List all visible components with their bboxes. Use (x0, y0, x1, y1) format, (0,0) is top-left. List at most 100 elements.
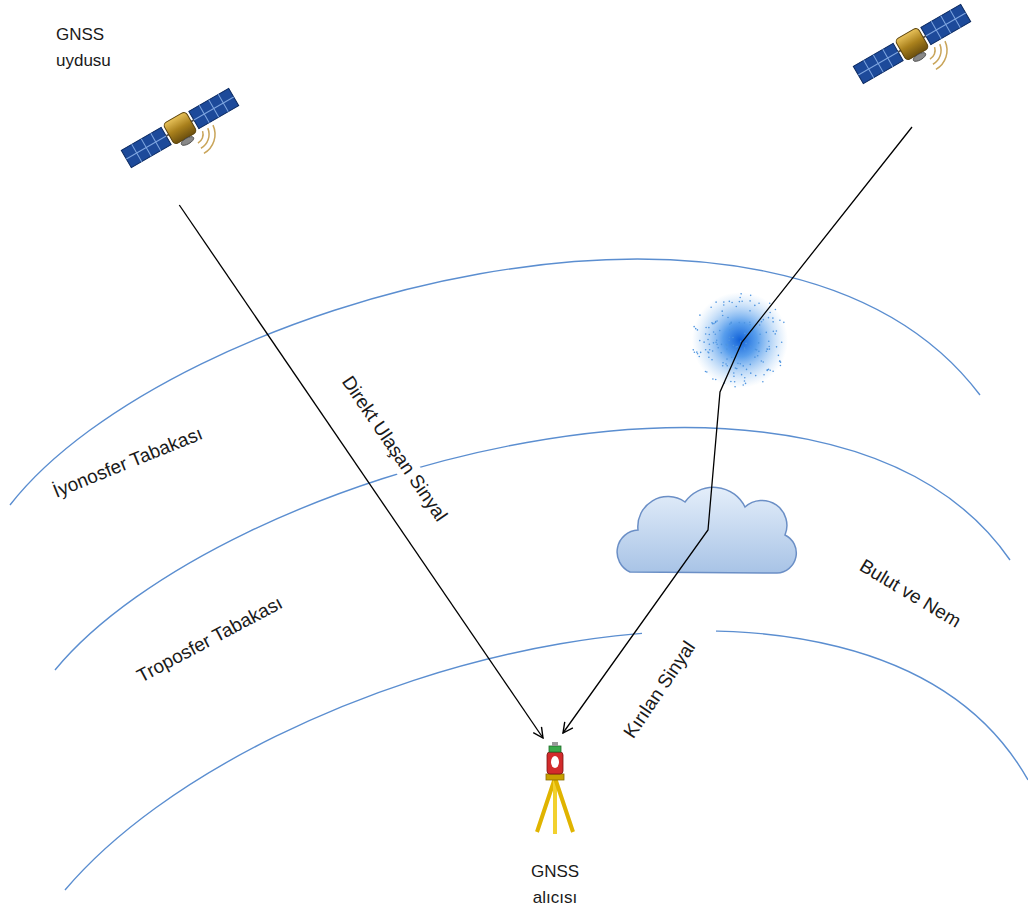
particle-dot (711, 359, 713, 361)
particle-dot (759, 324, 761, 326)
particle-dot (733, 345, 735, 347)
particle-dot (721, 310, 723, 312)
particle-dot (738, 322, 740, 324)
particle-dot (778, 355, 780, 357)
particle-dot (700, 352, 702, 354)
particle-dot (744, 377, 746, 379)
particle-dot (763, 374, 765, 376)
particle-dot (708, 352, 710, 354)
particle-dot (713, 331, 715, 333)
node-label: GNSS uydusu (56, 22, 111, 73)
particle-dot (779, 360, 781, 362)
particle-dot (706, 371, 708, 373)
particle-dot (769, 369, 771, 371)
particle-dot (721, 344, 723, 346)
particle-dot (733, 375, 735, 377)
particle-dot (713, 342, 715, 344)
particle-dot (750, 345, 752, 347)
particle-dot (726, 365, 728, 367)
particle-dot (744, 380, 746, 382)
particle-dot (729, 301, 731, 303)
particle-dot (744, 349, 746, 351)
particle-dot (699, 314, 701, 316)
particle-dot (726, 358, 728, 360)
particle-dot (740, 293, 742, 295)
particle-dot (731, 356, 733, 358)
particle-dot (739, 297, 741, 299)
particle-dot (715, 379, 717, 381)
particle-dot (768, 317, 770, 319)
particle-dot (767, 369, 769, 371)
particle-dot (772, 317, 774, 319)
particle-dot (766, 370, 768, 372)
refracted-signal-line (563, 127, 912, 733)
particle-dot (774, 333, 776, 335)
particle-dot (732, 337, 734, 339)
particle-dot (725, 363, 727, 365)
particle-dot (766, 350, 768, 352)
particle-dot (772, 370, 774, 372)
particle-dot (729, 336, 731, 338)
particle-dot (735, 346, 737, 348)
particle-dot (761, 321, 763, 323)
signal-label: Kırılan Sinyal (618, 635, 703, 746)
particle-dot (693, 326, 695, 328)
particle-dots (692, 293, 784, 387)
particle-dot (722, 362, 724, 364)
particle-dot (736, 368, 738, 370)
receiver-icon (537, 742, 573, 834)
particle-dot (692, 349, 694, 351)
particle-dot (735, 306, 737, 308)
particle-dot (750, 295, 752, 297)
particle-dot (754, 305, 756, 307)
particle-dot (717, 347, 719, 349)
particle-dot (716, 320, 718, 322)
particle-dot (695, 328, 697, 330)
particle-dot (716, 343, 718, 345)
particle-dot (712, 378, 714, 380)
particle-dot (735, 367, 737, 369)
particle-dot (733, 372, 735, 374)
particle-dot (745, 343, 747, 345)
particle-dot (719, 330, 721, 332)
particle-dot (715, 333, 717, 335)
particle-dot (755, 349, 757, 351)
cloud-label: Bulut ve Nem (853, 553, 968, 634)
particle-dot (767, 349, 769, 351)
particle-dot (775, 309, 777, 311)
particle-dot (776, 346, 778, 348)
particle-dot (726, 344, 728, 346)
receiver-node: GNSS alıcısı (505, 738, 605, 910)
signal-label: Direkt Ulaşan Sinyal (335, 369, 454, 528)
particle-dot (720, 352, 722, 354)
particle-dot (734, 381, 736, 383)
particle-dot (740, 363, 742, 365)
particle-dot (773, 331, 775, 333)
particle-dot (722, 315, 724, 317)
particle-dot (768, 346, 770, 348)
particle-dot (763, 319, 765, 321)
particle-dot (715, 322, 717, 324)
ionosphere-boundary (10, 259, 980, 505)
particle-dot (711, 322, 713, 324)
particle-dot (729, 329, 731, 331)
particle-dot (754, 356, 756, 358)
particle-dot (723, 301, 725, 303)
particle-dot (765, 332, 767, 334)
particle-dot (730, 322, 732, 324)
satellite-node: GNSS uydusu (52, 22, 242, 205)
particle-dot (779, 319, 781, 321)
particle-dot (722, 365, 724, 367)
particle-dot (780, 365, 782, 367)
particle-dot (762, 381, 764, 383)
particle-dot (697, 353, 699, 355)
particle-dot (707, 351, 709, 353)
particle-dot (783, 322, 785, 324)
particle-dot (759, 333, 761, 335)
particle-dot (749, 321, 751, 323)
particle-dot (749, 324, 751, 326)
particle-dot (746, 369, 748, 371)
particle-dot (726, 348, 728, 350)
particle-dot (708, 327, 710, 329)
particle-dot (715, 341, 717, 343)
